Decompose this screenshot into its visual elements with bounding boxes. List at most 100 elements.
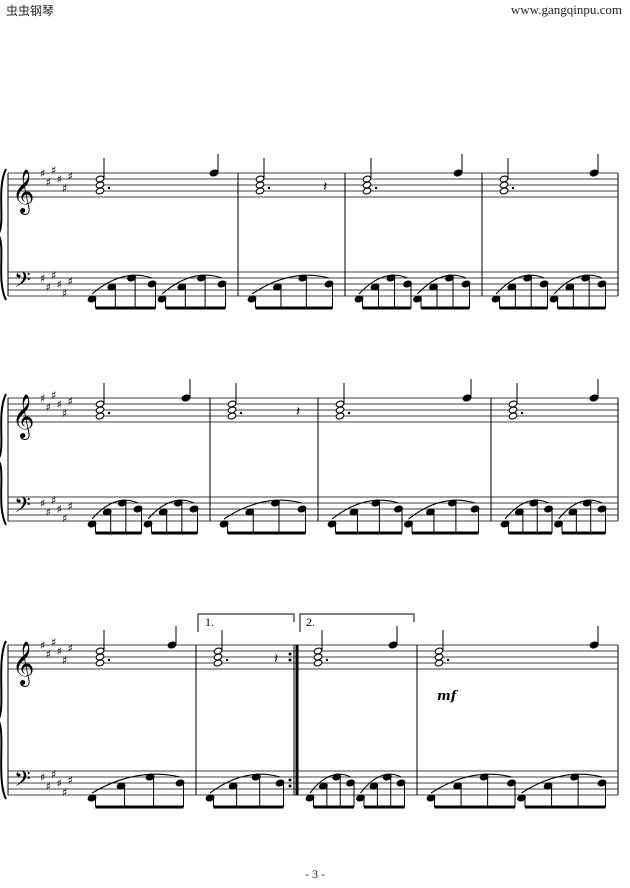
note-head <box>272 283 282 291</box>
note-head <box>305 794 315 802</box>
note-head <box>143 520 153 528</box>
sharp-icon: ♯ <box>68 170 73 183</box>
dynamic-marking: mf <box>437 689 459 704</box>
slur <box>358 274 408 295</box>
dot <box>107 658 111 662</box>
volta-1-label: 1. <box>205 615 214 629</box>
sharp-icon: ♯ <box>46 648 51 661</box>
sharp-icon: ♯ <box>46 176 51 189</box>
sharp-icon: ♯ <box>51 636 56 649</box>
note-head <box>95 647 105 655</box>
repeat-dot <box>288 778 292 782</box>
sharp-icon: ♯ <box>57 777 62 790</box>
note-head <box>205 794 215 802</box>
rest-icon: 𝄽 <box>323 179 327 195</box>
note-head <box>370 283 380 291</box>
note-head <box>158 508 168 516</box>
site-url: www.gangqinpu.com <box>510 2 622 17</box>
note-head <box>462 394 472 402</box>
note-head <box>499 175 509 183</box>
sharp-icon: ♯ <box>62 407 67 420</box>
page-number: - 3 - <box>305 867 325 881</box>
sharp-icon: ♯ <box>40 272 45 285</box>
note-head <box>429 283 438 291</box>
note-head <box>597 280 607 288</box>
brace <box>0 168 7 301</box>
note-head <box>95 400 105 408</box>
note-head <box>116 782 126 790</box>
note-head <box>107 283 117 291</box>
bass-clef-icon: 𝄢 <box>14 767 31 797</box>
sharp-icon: ♯ <box>40 392 45 405</box>
slur <box>223 499 303 520</box>
note-head <box>362 175 372 183</box>
note-head <box>517 794 526 802</box>
note-head <box>227 400 237 408</box>
note-head <box>539 280 549 288</box>
treble-clef-icon: 𝄞 <box>12 641 34 687</box>
note-head <box>413 295 422 303</box>
dot <box>239 411 243 415</box>
repeat-dot <box>288 784 292 788</box>
dot <box>325 658 329 662</box>
brace <box>0 393 7 526</box>
sharp-icon: ♯ <box>62 512 67 525</box>
note-head <box>87 295 97 303</box>
note-head <box>388 641 398 649</box>
sharp-icon: ♯ <box>51 494 56 507</box>
site-name: 虫虫钢琴 <box>6 4 55 18</box>
note-head <box>219 520 229 528</box>
sharp-icon: ♯ <box>51 164 56 177</box>
sharp-icon: ♯ <box>46 281 51 294</box>
note-head <box>324 280 334 288</box>
note-head <box>507 779 516 787</box>
note-head <box>514 508 524 516</box>
note-head <box>335 400 345 408</box>
note-head <box>181 394 191 402</box>
treble-clef-icon: 𝄞 <box>12 169 34 215</box>
sharp-icon: ♯ <box>57 398 62 411</box>
note-head <box>453 169 463 177</box>
note-head <box>95 175 105 183</box>
note-head <box>147 280 157 288</box>
slur <box>521 773 603 794</box>
slur <box>495 274 545 295</box>
sharp-icon: ♯ <box>68 500 73 513</box>
repeat-dot <box>288 652 292 656</box>
note-head <box>589 394 599 402</box>
note-head <box>87 520 97 528</box>
note-head <box>177 283 187 291</box>
note-head <box>565 283 575 291</box>
sharp-icon: ♯ <box>57 173 62 186</box>
note-head <box>313 647 323 655</box>
sharp-icon: ♯ <box>62 786 67 799</box>
dot <box>374 186 378 190</box>
dot <box>107 411 111 415</box>
brace <box>0 640 7 800</box>
note-head <box>434 647 444 655</box>
note-head <box>589 641 599 649</box>
note-head <box>589 169 599 177</box>
note-head <box>349 508 359 516</box>
note-head <box>426 794 436 802</box>
bass-clef-icon: 𝄢 <box>14 268 31 298</box>
note-head <box>544 505 553 513</box>
slur <box>558 499 603 520</box>
volta-1-bracket <box>197 613 295 632</box>
repeat-dot <box>288 658 292 662</box>
note-head <box>549 295 559 303</box>
slur <box>209 773 281 794</box>
sharp-icon: ♯ <box>68 642 73 655</box>
sharp-icon: ♯ <box>40 497 45 510</box>
note-head <box>491 295 501 303</box>
slur <box>147 499 195 520</box>
sharp-icon: ♯ <box>57 278 62 291</box>
note-head <box>394 505 403 513</box>
systems: 𝄞𝄢♯♯♯♯♯♯♯♯♯♯♯♯𝄽𝄞𝄢♯♯♯♯♯♯♯♯♯♯♯♯𝄽𝄞𝄢♯♯♯♯♯♯♯♯… <box>0 154 619 809</box>
note-head <box>247 295 257 303</box>
bass-clef-icon: 𝄢 <box>14 493 31 523</box>
note-head <box>453 782 462 790</box>
slur <box>91 773 181 794</box>
sharp-icon: ♯ <box>62 287 67 300</box>
note-head <box>568 508 578 516</box>
